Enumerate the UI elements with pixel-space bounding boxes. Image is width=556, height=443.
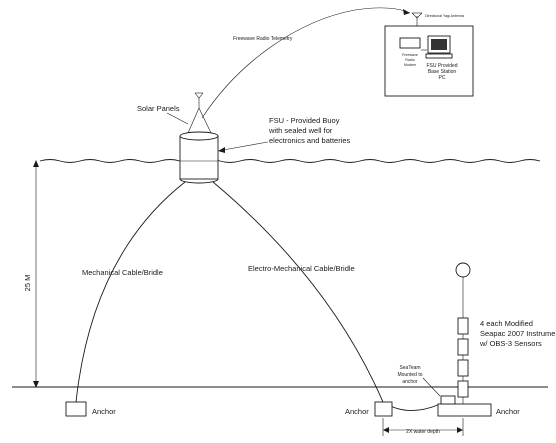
anchor-right [437,403,492,417]
pc-label-1: FSU Provided [426,63,457,69]
buoy-mast [187,92,212,134]
mech-cable-label: Mechanical Cable/Bridle [82,268,163,277]
buoy-label-1: FSU - Provided Buoy [269,116,340,125]
buoy-pointer [222,141,269,151]
depth-label: 25 M [23,275,32,292]
seateam-unit [440,395,456,405]
solar-label: Solar Panels [137,104,180,113]
seateam-pointer [422,377,441,397]
telemetry-label: Freewave Radio Telemetry [233,36,293,42]
solar-pointer [166,112,189,125]
em-cable-label: Electro-Mechanical Cable/Bridle [248,264,355,273]
instrument-string [455,262,471,404]
instrument-1 [457,317,469,335]
anchor-mid-label: Anchor [345,407,369,416]
modem-label-3: Modem [404,63,416,67]
seateam-label-2: Mounted to [397,372,422,378]
pc-label-3: PC [439,75,446,81]
yagi-antenna-icon [411,12,423,26]
subsurface-float [455,262,471,278]
electro-mechanical-cable [212,181,384,403]
spacing-dimension [382,418,464,436]
radio-modem-icon [399,37,421,49]
instrument-4 [457,380,469,398]
anchor-left-label: Anchor [92,407,116,416]
base-station: Freewave Radio Modem FSU Provided Base S… [384,25,474,97]
mechanical-cable [75,181,186,403]
anchor-right-label: Anchor [496,407,520,416]
telemetry-arrowhead [403,9,410,15]
telemetry-link [201,7,411,119]
seateam-label-3: anchor [402,379,418,385]
instr-label-3: w/ OBS-3 Sensors [479,339,542,348]
modem-label-2: Radio [405,58,414,62]
computer-icon [421,35,453,59]
instr-label-2: Seapac 2007 Instrument [480,329,556,338]
antenna-label: Directional Yagi Antenna [425,14,464,18]
buoy-body [179,131,219,184]
modem-label-1: Freewave [402,53,418,57]
seateam-label-1: SeaTeam [399,365,420,371]
buoy-label-3: electronics and batteries [269,136,351,145]
buoy-arrowhead [218,147,225,153]
anchor-mid [374,401,393,417]
buoy-label-2: with sealed well for [268,126,333,135]
instr-label-1: 4 each Modified [480,319,533,328]
instrument-3 [457,359,469,377]
spacing-label: 2X water depth [406,429,440,435]
anchor-left [65,401,87,417]
instrument-2 [457,338,469,356]
water-surface [39,159,541,163]
depth-dimension [33,160,39,388]
pc-label-2: Base Station [428,69,457,75]
